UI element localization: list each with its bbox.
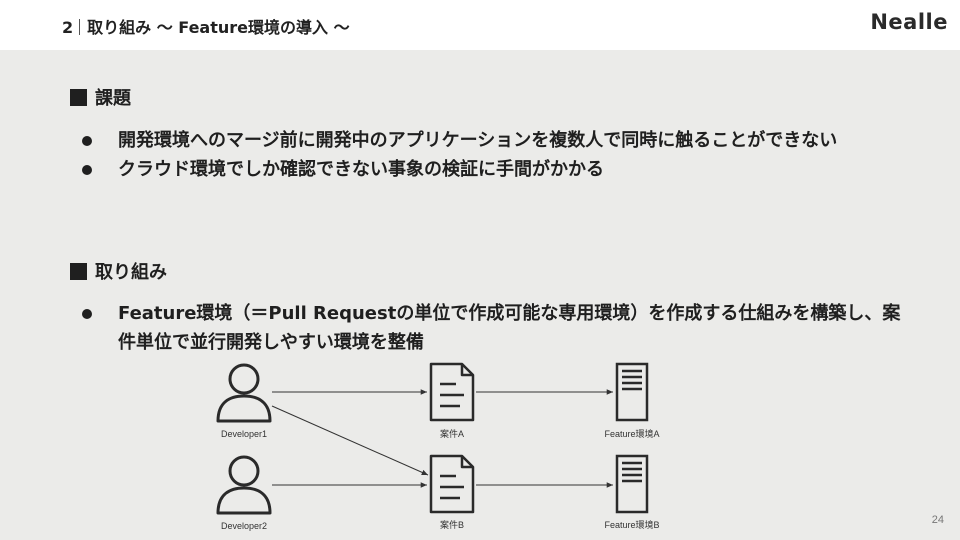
feature-env-b-label: Feature環境B bbox=[604, 519, 659, 530]
developer-1-icon bbox=[216, 363, 272, 423]
feature-env-a-label: Feature環境A bbox=[604, 428, 659, 439]
bullet-dot-icon bbox=[82, 309, 92, 319]
page-number: 24 bbox=[931, 514, 944, 526]
list-item-text: Feature環境（＝Pull Requestの単位で作成可能な専用環境）を作成… bbox=[118, 303, 901, 353]
square-bullet-icon bbox=[70, 89, 87, 106]
slide-title: 取り組み 〜 Feature環境の導入 〜 bbox=[87, 18, 350, 37]
feature-env-b-server-icon bbox=[615, 454, 649, 514]
developer-1-label: Developer1 bbox=[221, 429, 267, 439]
bullet-dot-icon bbox=[82, 165, 92, 175]
initiative-heading-text: 取り組み bbox=[95, 262, 167, 283]
arrow-dev1-to-case-b bbox=[271, 405, 429, 476]
feature-env-a-server-icon bbox=[615, 362, 649, 422]
list-item-text: 開発環境へのマージ前に開発中のアプリケーションを複数人で同時に触ることができない bbox=[118, 130, 838, 151]
initiative-list: Feature環境（＝Pull Requestの単位で作成可能な専用環境）を作成… bbox=[80, 299, 908, 357]
list-item: 開発環境へのマージ前に開発中のアプリケーションを複数人で同時に触ることができない bbox=[80, 126, 908, 155]
initiative-heading: 取り組み bbox=[70, 258, 167, 284]
brand-logo: Nealle bbox=[870, 10, 948, 34]
developer-2-label: Developer2 bbox=[221, 521, 267, 531]
issues-heading-text: 課題 bbox=[95, 88, 131, 109]
square-bullet-icon bbox=[70, 263, 87, 280]
header-title: 2 取り組み 〜 Feature環境の導入 〜 bbox=[62, 14, 350, 38]
case-b-label: 案件B bbox=[440, 519, 464, 530]
slide-number: 2 bbox=[62, 18, 74, 37]
header-divider bbox=[79, 19, 81, 35]
slide-header: 2 取り組み 〜 Feature環境の導入 〜 Nealle bbox=[0, 0, 960, 50]
case-a-label: 案件A bbox=[440, 428, 464, 439]
developer-2-icon bbox=[216, 455, 272, 515]
list-item: Feature環境（＝Pull Requestの単位で作成可能な専用環境）を作成… bbox=[80, 299, 908, 357]
issues-list: 開発環境へのマージ前に開発中のアプリケーションを複数人で同時に触ることができない… bbox=[80, 126, 908, 184]
list-item-text: クラウド環境でしか確認できない事象の検証に手間がかかる bbox=[118, 159, 604, 180]
list-item: クラウド環境でしか確認できない事象の検証に手間がかかる bbox=[80, 155, 908, 184]
bullet-dot-icon bbox=[82, 136, 92, 146]
case-b-document-icon bbox=[429, 454, 475, 514]
issues-heading: 課題 bbox=[70, 84, 131, 110]
case-a-document-icon bbox=[429, 362, 475, 422]
